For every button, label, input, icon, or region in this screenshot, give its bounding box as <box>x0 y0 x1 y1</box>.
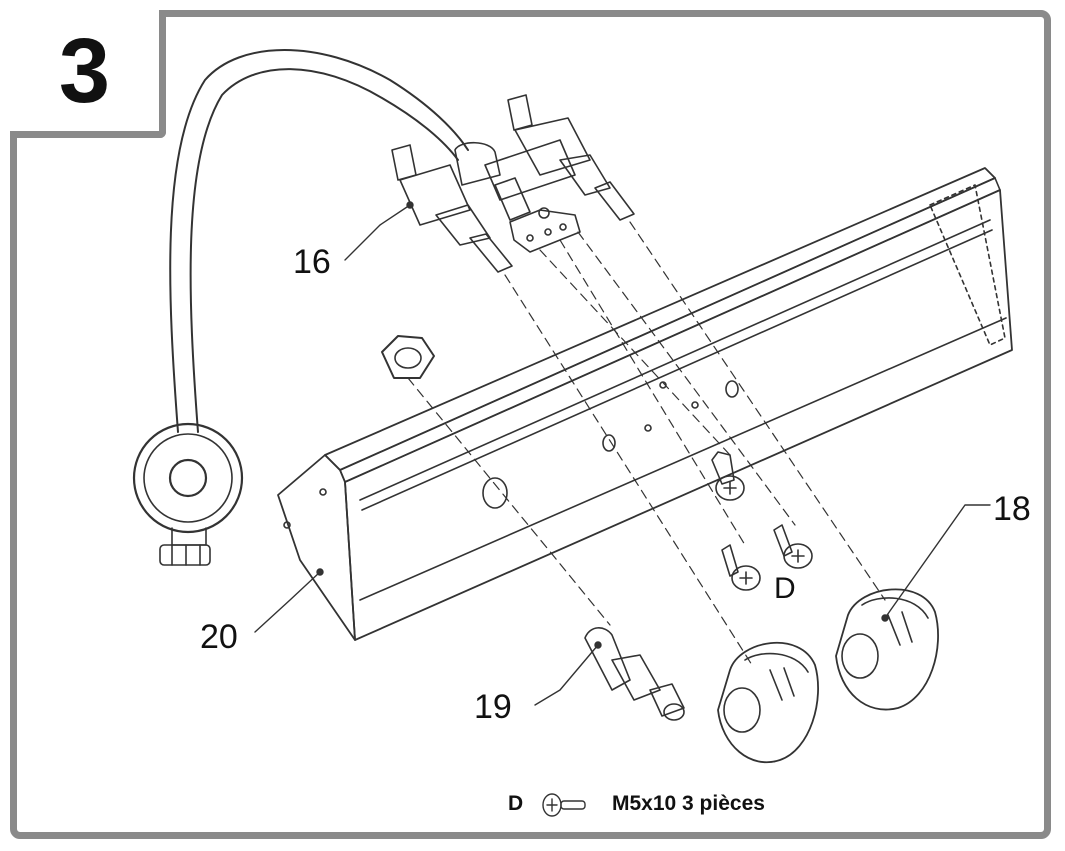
legend-spec: M5x10 3 pièces <box>612 792 765 815</box>
assembly-guide-lines <box>407 221 886 666</box>
screw-d <box>773 524 813 569</box>
gas-valve-manifold <box>391 94 635 273</box>
legend-letter: D <box>508 792 524 815</box>
part-label-18: 18 <box>993 490 1031 528</box>
part-label-19: 19 <box>474 688 512 726</box>
part-label-16: 16 <box>293 243 331 281</box>
regulator <box>132 422 244 566</box>
gas-hose <box>169 49 469 433</box>
leader-lines <box>254 201 991 706</box>
part-label-d: D <box>774 572 796 605</box>
hex-nut <box>381 335 435 379</box>
igniter <box>584 627 685 721</box>
screw-icon <box>542 793 586 817</box>
part-label-20: 20 <box>200 618 238 656</box>
screw-d <box>721 544 761 591</box>
control-knob <box>835 588 939 711</box>
diagram-frame <box>10 10 1051 839</box>
control-panel <box>277 167 1013 641</box>
control-knob <box>717 641 819 764</box>
screw-d <box>711 451 745 501</box>
step-number-box: 3 <box>10 10 166 138</box>
step-number: 3 <box>58 19 111 122</box>
